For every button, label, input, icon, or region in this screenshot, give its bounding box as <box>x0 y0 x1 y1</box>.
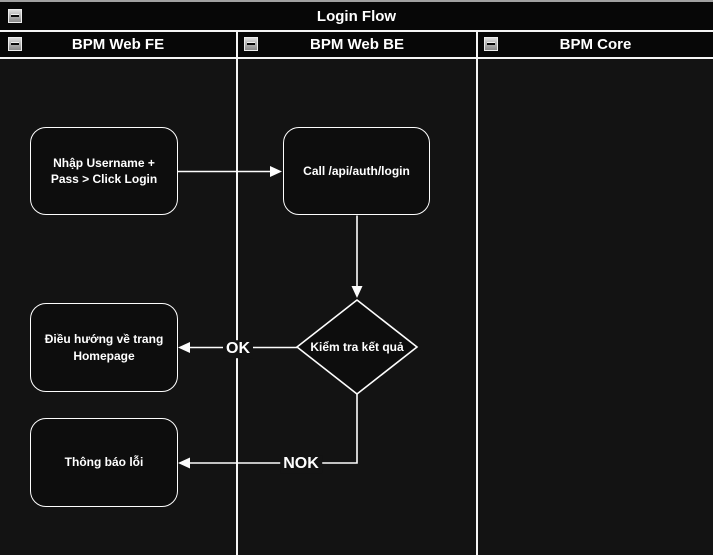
decision-diamond-shape[interactable] <box>295 298 419 396</box>
divider-header-bottom <box>0 57 713 59</box>
node-label: Call /api/auth/login <box>303 163 410 178</box>
arrowhead-left-icon <box>178 457 190 469</box>
edge-nok[interactable] <box>188 394 358 464</box>
collapse-pool-icon[interactable] <box>8 9 22 23</box>
divider-title-bottom <box>0 30 713 32</box>
minus-glyph <box>11 43 19 45</box>
edge-label-nok[interactable]: NOK <box>280 455 322 473</box>
minus-glyph <box>247 43 255 45</box>
node-show-error[interactable]: Thông báo lỗi <box>30 418 178 507</box>
lane-header-bpm-web-fe[interactable]: BPM Web FE <box>0 32 236 57</box>
pool-title-bar: Login Flow <box>0 2 713 30</box>
arrowhead-right-icon <box>270 166 282 177</box>
minus-glyph <box>487 43 495 45</box>
arrowhead-down-icon <box>351 286 363 298</box>
collapse-lane-be-icon[interactable] <box>244 37 258 51</box>
lane-label: BPM Web BE <box>310 36 404 53</box>
node-label: Điều hướng về trang Homepage <box>44 332 164 363</box>
node-label: Thông báo lỗi <box>64 455 144 470</box>
arrowhead-left-icon <box>178 342 190 353</box>
collapse-lane-core-icon[interactable] <box>484 37 498 51</box>
lane-divider-1 <box>236 30 238 555</box>
window-top-edge <box>0 0 713 2</box>
collapse-lane-fe-icon[interactable] <box>8 37 22 51</box>
node-label: Nhập Username + Pass > Click Login <box>50 155 158 186</box>
pool-title: Login Flow <box>316 7 397 25</box>
minus-glyph <box>11 15 19 17</box>
lane-header-bpm-web-be[interactable]: BPM Web BE <box>238 32 476 57</box>
node-enter-credentials[interactable]: Nhập Username + Pass > Click Login <box>30 127 178 215</box>
node-call-login-api[interactable]: Call /api/auth/login <box>283 127 430 215</box>
lane-label: BPM Core <box>559 36 632 53</box>
lane-header-row: BPM Web FE BPM Web BE BPM Core <box>0 32 713 57</box>
lane-header-bpm-core[interactable]: BPM Core <box>478 32 713 57</box>
lane-label: BPM Web FE <box>71 36 165 53</box>
node-redirect-homepage[interactable]: Điều hướng về trang Homepage <box>30 303 178 392</box>
edge-label-ok[interactable]: OK <box>223 340 253 358</box>
lane-divider-2 <box>476 30 478 555</box>
